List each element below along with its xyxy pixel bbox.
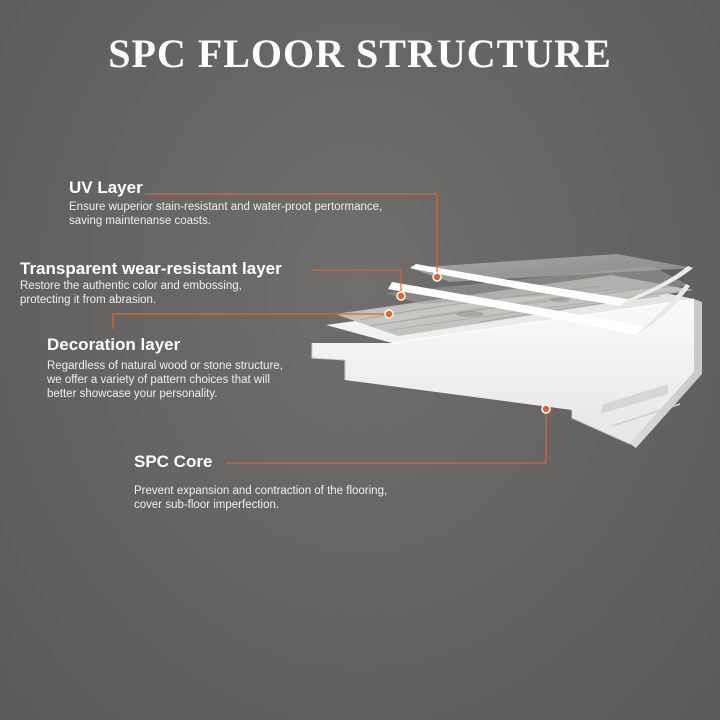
spc-core-label: SPC Core Prevent expansion and contracti… [134,452,387,512]
spc-core-heading: SPC Core [134,452,213,471]
callout-dots [384,272,551,414]
spc-core-callout-line [226,409,547,464]
uv-layer-description: Ensure wuperior stain-resistant and wate… [69,201,383,227]
decoration-layer-label: Decoration layer Regardless of natural w… [47,335,283,401]
spc-core-dot [541,404,551,414]
wear-layer-callout-line [312,269,402,296]
decoration-layer-description: Regardless of natural wood or stone stru… [47,360,283,400]
decoration-layer-callout-line [112,313,389,329]
uv-layer-heading: UV Layer [69,178,143,197]
uv-layer-dot [432,272,442,282]
uv-layer-sheet [410,254,693,306]
uv-layer-callout-line [145,193,438,276]
wear-layer-label: Transparent wear-resistant layer Restore… [20,259,282,307]
uv-layer-label: UV Layer Ensure wuperior stain-resistant… [69,178,382,228]
decoration-layer-dot [384,309,394,319]
spc-core-description: Prevent expansion and contraction of the… [134,485,388,511]
wear-layer-description: Restore the authentic color and embossin… [20,280,242,306]
wear-layer-heading: Transparent wear-resistant layer [20,259,282,278]
wear-layer-dot [396,291,406,301]
callout-lines [112,193,547,464]
page-title: SPC FLOOR STRUCTURE [108,31,612,76]
decoration-layer-heading: Decoration layer [47,335,181,354]
